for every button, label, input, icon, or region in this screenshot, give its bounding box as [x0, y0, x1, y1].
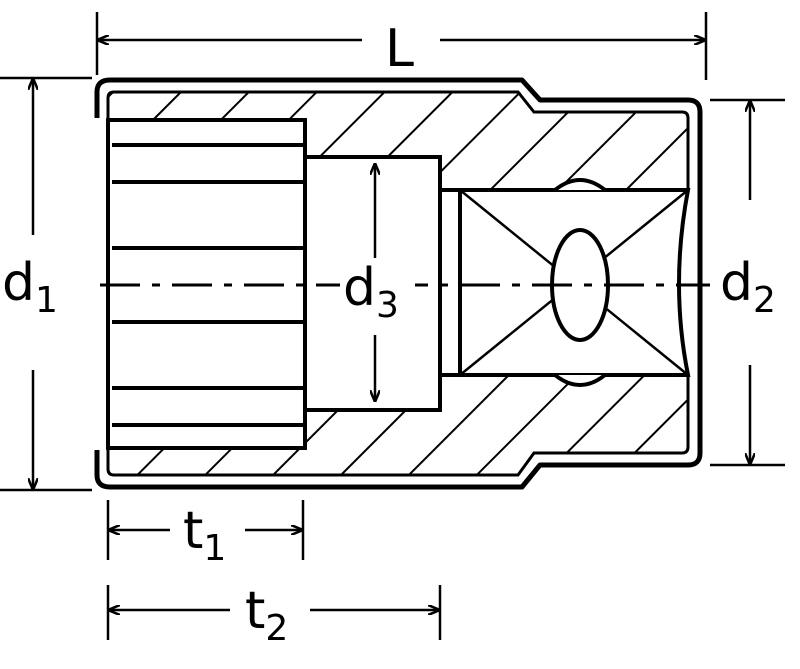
dimension-d2 [710, 98, 785, 467]
dimension-L [95, 12, 708, 80]
label-d3: d3 [343, 258, 399, 326]
label-d1: d1 [2, 253, 58, 321]
hatched-wall [108, 92, 688, 475]
label-t1: t1 [183, 501, 226, 569]
label-t2: t2 [245, 581, 288, 649]
dimension-d1 [0, 76, 92, 492]
dimension-t1 [106, 500, 305, 560]
square-drive [438, 178, 691, 387]
outer-outline [94, 77, 703, 490]
inner-outline [106, 90, 690, 477]
dimension-t2 [106, 585, 442, 640]
label-d2: d2 [720, 253, 776, 321]
label-L: L [385, 19, 414, 79]
